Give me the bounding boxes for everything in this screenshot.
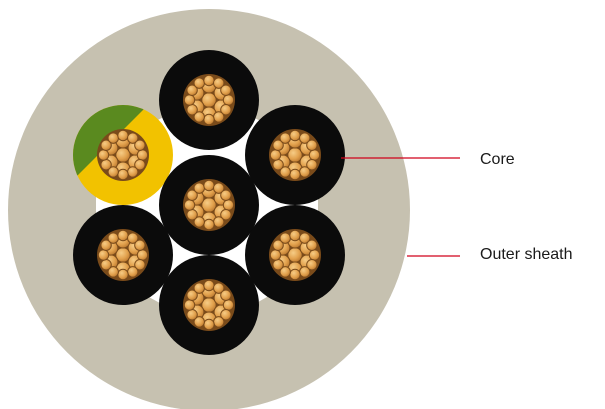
copper-strand [306, 159, 318, 171]
copper-strand [107, 132, 119, 144]
copper-strand [107, 232, 119, 244]
copper-strand [220, 104, 232, 116]
copper-strand [193, 282, 205, 294]
copper-strand [186, 289, 198, 301]
copper-strand [134, 139, 146, 151]
copper-strand [100, 239, 112, 251]
copper-strand [289, 129, 301, 142]
copper-strand [183, 199, 196, 211]
copper-strand [203, 74, 215, 87]
core-label: Core [480, 151, 515, 168]
copper-strand [117, 229, 129, 242]
copper-strand [299, 132, 311, 144]
outer-sheath-label: Outer sheath [480, 246, 573, 263]
copper-strand [220, 209, 232, 221]
copper-strand [193, 216, 205, 228]
copper-strand [272, 259, 284, 271]
copper-strand [213, 111, 225, 123]
copper-strand [97, 149, 110, 161]
copper-strand [220, 309, 232, 321]
copper-strand [100, 159, 112, 171]
copper-strand [203, 218, 215, 231]
copper-strand [222, 199, 235, 211]
copper-strand [193, 111, 205, 123]
core-bottom [159, 255, 259, 355]
copper-strand [269, 249, 282, 261]
copper-strand [308, 149, 321, 161]
core-upper-left-earth [73, 105, 173, 205]
copper-strand [183, 94, 196, 106]
copper-strand [299, 266, 311, 278]
copper-strand [107, 266, 119, 278]
core-upper-right [245, 105, 345, 205]
copper-strand [186, 209, 198, 221]
copper-strand [272, 159, 284, 171]
copper-strand [97, 249, 110, 261]
copper-strand [100, 139, 112, 151]
copper-strand [127, 232, 139, 244]
core-center [159, 155, 259, 255]
core-top [159, 50, 259, 150]
copper-strand [272, 239, 284, 251]
copper-strand [308, 249, 321, 261]
copper-strand [186, 309, 198, 321]
copper-strand [279, 166, 291, 178]
copper-strand [306, 239, 318, 251]
copper-strand [136, 249, 149, 261]
copper-strand [279, 266, 291, 278]
copper-strand [186, 189, 198, 201]
copper-strand [136, 149, 149, 161]
copper-strand [193, 182, 205, 194]
copper-strand [127, 132, 139, 144]
copper-strand [299, 232, 311, 244]
copper-strand [117, 268, 129, 281]
copper-strand [117, 129, 129, 142]
copper-strand [222, 299, 235, 311]
copper-strand [306, 139, 318, 151]
copper-strand [127, 266, 139, 278]
copper-strand [134, 159, 146, 171]
copper-strand [279, 132, 291, 144]
copper-strand [289, 229, 301, 242]
copper-strand [193, 77, 205, 89]
copper-strand [299, 166, 311, 178]
copper-strand [100, 259, 112, 271]
copper-strand [183, 299, 196, 311]
copper-strand [213, 182, 225, 194]
copper-strand [213, 316, 225, 328]
copper-strand [203, 179, 215, 192]
copper-strand [203, 279, 215, 292]
copper-strand [134, 239, 146, 251]
copper-strand [186, 84, 198, 96]
copper-strand [222, 94, 235, 106]
copper-strand [213, 282, 225, 294]
copper-strand [134, 259, 146, 271]
cores-group [73, 50, 345, 355]
core-lower-right [245, 205, 345, 305]
copper-strand [306, 259, 318, 271]
copper-strand [213, 77, 225, 89]
copper-strand [107, 166, 119, 178]
copper-strand [220, 289, 232, 301]
copper-strand [279, 232, 291, 244]
copper-strand [289, 268, 301, 281]
copper-strand [203, 113, 215, 126]
copper-strand [272, 139, 284, 151]
copper-strand [220, 84, 232, 96]
copper-strand [289, 168, 301, 181]
copper-strand [269, 149, 282, 161]
copper-strand [193, 316, 205, 328]
copper-strand [203, 318, 215, 331]
copper-strand [186, 104, 198, 116]
copper-strand [220, 189, 232, 201]
copper-strand [117, 168, 129, 181]
copper-strand [127, 166, 139, 178]
core-lower-left [73, 205, 173, 305]
copper-strand [213, 216, 225, 228]
